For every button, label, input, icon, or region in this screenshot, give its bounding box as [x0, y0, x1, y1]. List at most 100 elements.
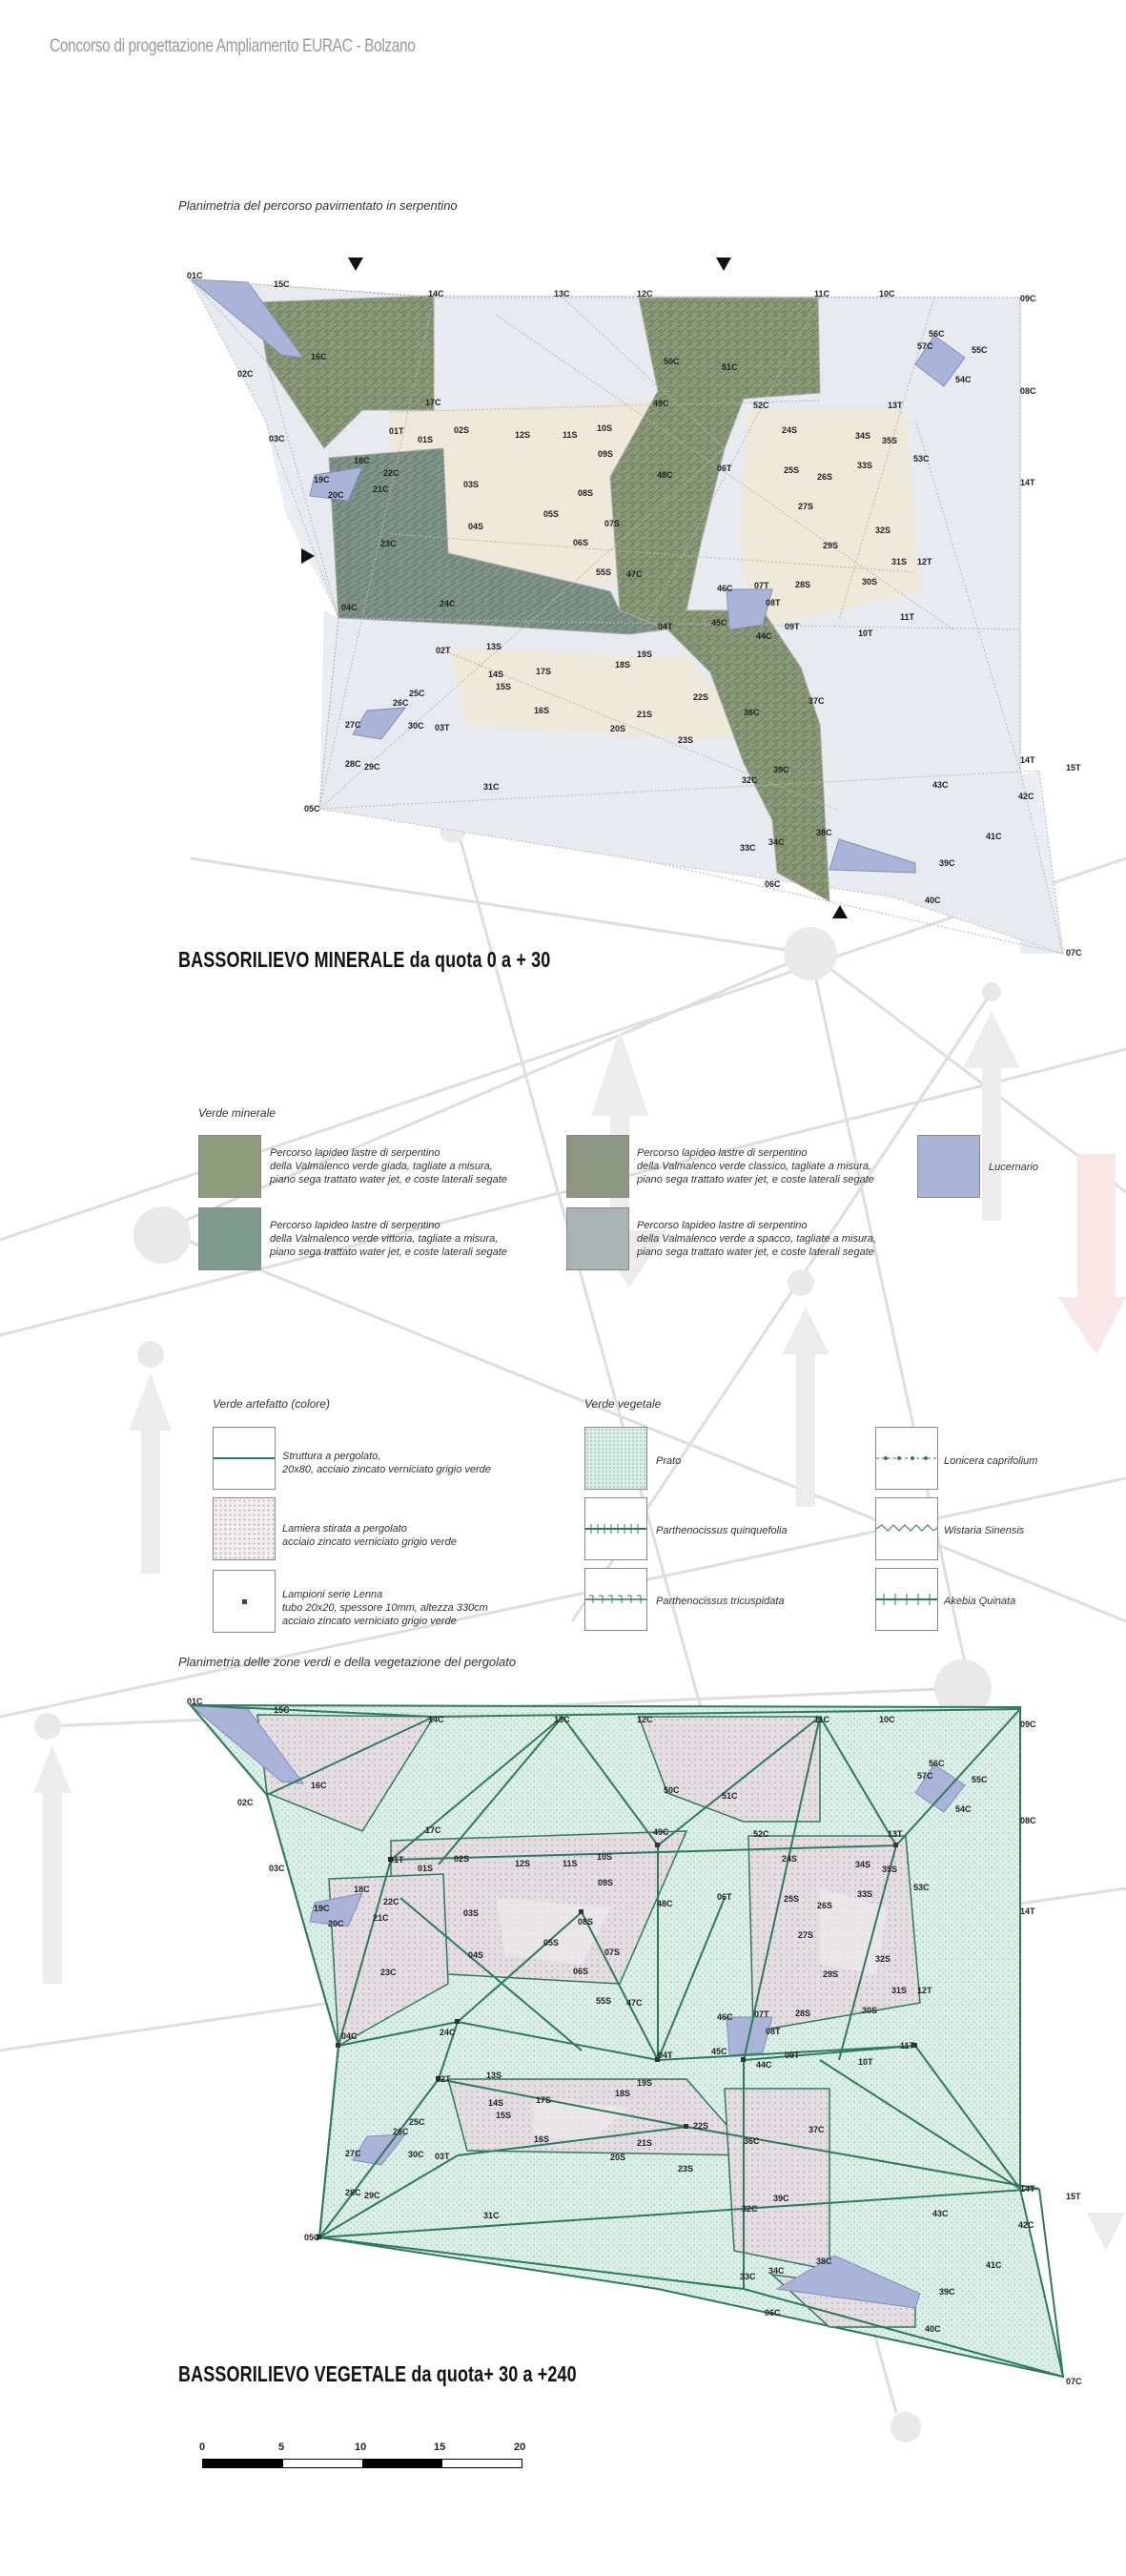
- svg-text:18C: 18C: [354, 1885, 370, 1894]
- svg-text:34S: 34S: [855, 431, 870, 441]
- svg-text:22S: 22S: [693, 2121, 708, 2131]
- svg-text:21C: 21C: [373, 484, 389, 494]
- svg-text:26C: 26C: [393, 698, 409, 708]
- svg-text:01C: 01C: [187, 271, 203, 280]
- legend-vegetale-item-3: Parthenocissus tricuspidata: [656, 1596, 785, 1607]
- svg-text:48C: 48C: [657, 470, 673, 480]
- svg-text:53C: 53C: [913, 454, 930, 464]
- svg-text:34C: 34C: [768, 2266, 785, 2276]
- svg-text:09T: 09T: [785, 622, 800, 631]
- scale-bar: 0 5 10 15 20: [199, 2442, 526, 2480]
- svg-text:17C: 17C: [425, 1825, 441, 1835]
- svg-text:34S: 34S: [855, 1860, 870, 1869]
- svg-text:04C: 04C: [341, 2031, 358, 2041]
- svg-text:14T: 14T: [1020, 478, 1035, 487]
- svg-text:36C: 36C: [744, 2136, 760, 2146]
- svg-text:09C: 09C: [1020, 1720, 1036, 1729]
- svg-text:01S: 01S: [418, 1864, 433, 1873]
- svg-text:19C: 19C: [314, 1904, 330, 1913]
- svg-text:05C: 05C: [304, 804, 320, 814]
- svg-text:55C: 55C: [972, 345, 988, 355]
- svg-text:33S: 33S: [857, 1889, 872, 1899]
- legend-minerale-item-2: Percorso lapideo lastre di serpentino de…: [270, 1220, 507, 1258]
- svg-text:23C: 23C: [380, 1968, 397, 1977]
- scale-label-0: 0: [199, 2442, 206, 2453]
- svg-text:40C: 40C: [925, 896, 941, 905]
- swatch-verde-vittoria: [198, 1207, 261, 1270]
- svg-text:21S: 21S: [637, 710, 652, 719]
- svg-text:51C: 51C: [722, 1791, 738, 1801]
- svg-text:09S: 09S: [598, 449, 613, 459]
- svg-text:09C: 09C: [1020, 294, 1036, 303]
- svg-text:05S: 05S: [543, 509, 559, 519]
- svg-text:07T: 07T: [754, 2009, 769, 2019]
- svg-text:50C: 50C: [664, 357, 680, 366]
- svg-text:11T: 11T: [900, 2041, 915, 2050]
- svg-text:55S: 55S: [596, 567, 611, 577]
- svg-text:43C: 43C: [932, 2209, 949, 2218]
- svg-text:19C: 19C: [314, 475, 330, 484]
- svg-text:05C: 05C: [304, 2233, 320, 2242]
- svg-text:12T: 12T: [917, 1986, 932, 1995]
- svg-text:45C: 45C: [711, 2047, 727, 2056]
- svg-text:29S: 29S: [823, 1969, 838, 1979]
- svg-text:24S: 24S: [782, 425, 797, 435]
- svg-text:13S: 13S: [486, 2071, 502, 2080]
- svg-text:32C: 32C: [742, 775, 758, 785]
- svg-text:12T: 12T: [917, 557, 932, 567]
- svg-text:24S: 24S: [782, 1854, 797, 1864]
- svg-text:55C: 55C: [972, 1775, 988, 1784]
- svg-text:53C: 53C: [913, 1883, 930, 1892]
- swatch-akebia-quinata: [875, 1568, 938, 1631]
- svg-text:14C: 14C: [428, 289, 444, 299]
- swatch-pergola-structure: [213, 1427, 276, 1490]
- svg-text:13T: 13T: [888, 401, 903, 410]
- svg-text:04T: 04T: [658, 2050, 673, 2060]
- svg-text:07C: 07C: [1066, 2377, 1082, 2386]
- svg-text:26C: 26C: [393, 2127, 409, 2136]
- svg-text:20C: 20C: [328, 1919, 344, 1928]
- bottom-plan-title: BASSORILIEVO VEGETALE da quota+ 30 a +24…: [178, 2361, 577, 2386]
- svg-text:04T: 04T: [658, 622, 673, 631]
- svg-text:11T: 11T: [900, 612, 915, 622]
- svg-text:25S: 25S: [784, 465, 799, 475]
- svg-text:07C: 07C: [1066, 948, 1082, 958]
- svg-text:31S: 31S: [891, 557, 907, 567]
- svg-text:29C: 29C: [364, 762, 380, 772]
- svg-text:18C: 18C: [354, 456, 370, 465]
- svg-text:06T: 06T: [717, 464, 732, 473]
- svg-text:17S: 17S: [536, 667, 551, 676]
- svg-text:02C: 02C: [237, 1798, 254, 1807]
- svg-text:13C: 13C: [554, 1715, 570, 1724]
- svg-text:08S: 08S: [578, 488, 593, 498]
- svg-text:14T: 14T: [1020, 1906, 1035, 1916]
- svg-text:39C: 39C: [939, 2287, 955, 2297]
- svg-text:25C: 25C: [409, 689, 425, 698]
- svg-text:18S: 18S: [615, 660, 630, 670]
- svg-text:15T: 15T: [1066, 2192, 1081, 2201]
- svg-text:30S: 30S: [862, 2006, 877, 2015]
- svg-text:15S: 15S: [496, 682, 511, 691]
- svg-text:57C: 57C: [917, 341, 933, 351]
- svg-text:28C: 28C: [345, 2188, 361, 2197]
- svg-text:11C: 11C: [814, 289, 830, 299]
- svg-text:08S: 08S: [578, 1917, 593, 1927]
- scale-label-20: 20: [514, 2442, 526, 2453]
- svg-text:16S: 16S: [534, 2134, 549, 2144]
- svg-text:25S: 25S: [784, 1894, 799, 1904]
- scale-label-15: 15: [434, 2442, 446, 2453]
- document-header-title: Concorso di progettazione Ampliamento EU…: [50, 36, 416, 56]
- svg-text:37C: 37C: [809, 696, 825, 706]
- svg-text:33S: 33S: [857, 461, 872, 470]
- svg-text:03S: 03S: [463, 1908, 479, 1918]
- svg-text:24C: 24C: [440, 2028, 456, 2037]
- svg-text:26S: 26S: [817, 472, 832, 482]
- svg-text:07T: 07T: [754, 581, 769, 590]
- svg-text:39C: 39C: [939, 858, 955, 868]
- svg-text:56C: 56C: [929, 1759, 945, 1768]
- svg-text:32S: 32S: [875, 1954, 891, 1964]
- svg-text:08T: 08T: [766, 598, 781, 608]
- svg-text:39C: 39C: [773, 765, 789, 774]
- svg-text:01S: 01S: [418, 435, 433, 444]
